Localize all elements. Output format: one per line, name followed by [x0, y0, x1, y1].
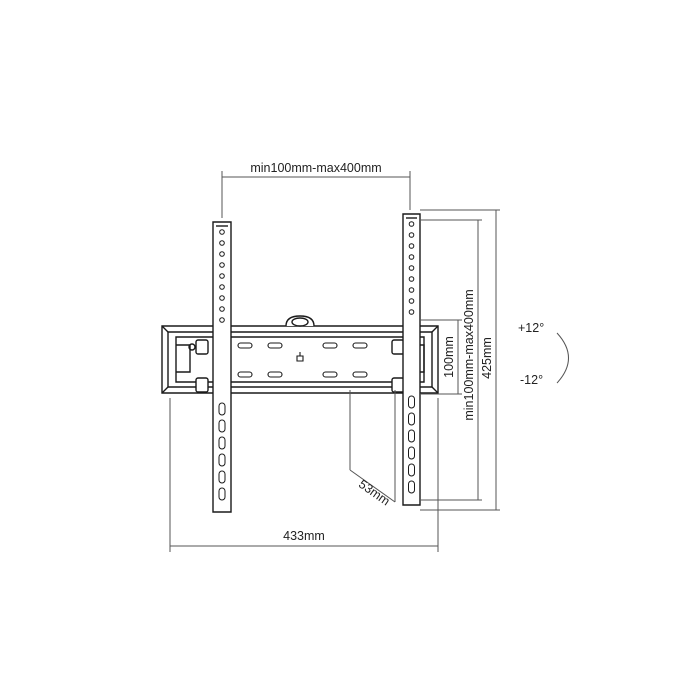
right-vertical-arm — [402, 213, 421, 506]
dimension-depth — [349, 390, 396, 503]
left-vertical-arm — [212, 221, 232, 513]
depth-label: 53mm — [356, 477, 392, 508]
vesa-vertical-range-label: min100mm-max400mm — [462, 289, 476, 420]
height-label: 425mm — [480, 337, 494, 379]
vesa-horizontal-label: min100mm-max400mm — [250, 161, 381, 175]
dimension-width — [169, 398, 439, 552]
dimension-height — [420, 209, 500, 511]
tilt-down-label: -12° — [520, 373, 543, 387]
dimension-vesa-vertical-min — [420, 319, 462, 395]
tilt-arc-icon — [556, 332, 569, 384]
tilt-up-label: +12° — [518, 321, 544, 335]
wall-plate — [161, 315, 439, 394]
width-label: 433mm — [283, 529, 325, 543]
dimension-vesa-horizontal — [221, 171, 411, 218]
dimension-vesa-vertical-range — [420, 219, 482, 501]
vesa-vertical-min-label: 100mm — [442, 336, 456, 378]
